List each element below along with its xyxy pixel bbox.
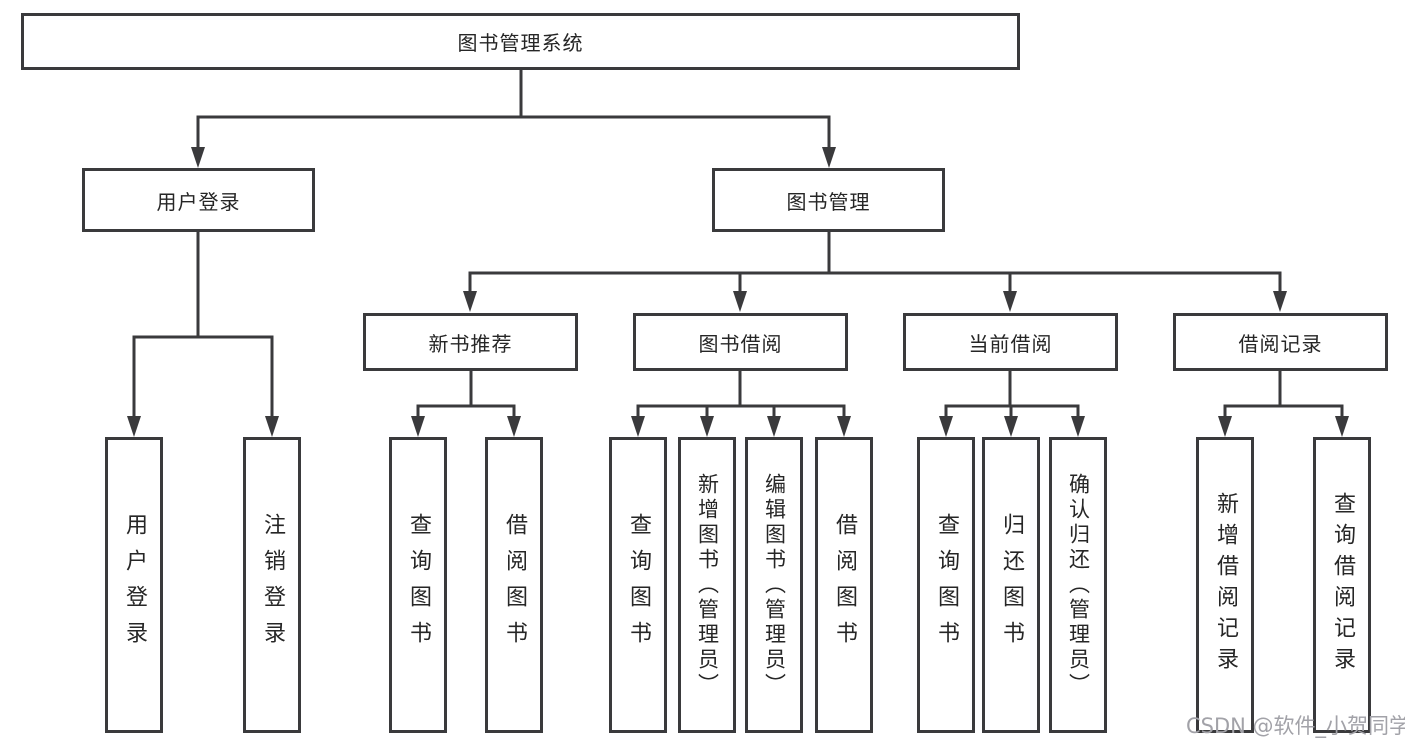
arrowheads: [127, 147, 1349, 437]
node-current-borrowing-label: 当前借阅: [968, 331, 1053, 356]
leaf-add-borrow-record: 新增借阅记录: [1196, 437, 1254, 733]
leaf-logout: 注销登录: [243, 437, 301, 733]
leaf-query-books-current: 查询图书: [917, 437, 975, 733]
leaf-query-borrow-record-label: 查询借阅记录: [1330, 492, 1355, 678]
csdn-watermark: CSDN @软件_小贺同学: [1186, 714, 1405, 738]
leaf-edit-books-admin-label: 编辑图书（管理员）: [762, 472, 787, 698]
leaf-user-login-label: 用户登录: [122, 513, 147, 657]
leaf-borrow-books: 借阅图书: [815, 437, 873, 733]
leaf-borrow-books-newbook-label: 借阅图书: [502, 513, 527, 657]
node-book-management: 图书管理: [712, 168, 945, 232]
node-user-login: 用户登录: [82, 168, 315, 232]
leaf-user-login: 用户登录: [105, 437, 163, 733]
node-system-root-label: 图书管理系统: [457, 31, 584, 55]
leaf-return-books: 归还图书: [982, 437, 1040, 733]
node-book-borrowing-label: 图书借阅: [698, 331, 783, 356]
node-book-management-label: 图书管理: [786, 189, 871, 214]
node-user-login-label: 用户登录: [156, 189, 241, 214]
node-book-borrowing: 图书借阅: [633, 313, 848, 371]
node-new-book-recommendation: 新书推荐: [363, 313, 578, 371]
leaf-edit-books-admin: 编辑图书（管理员）: [745, 437, 803, 733]
node-system-root: 图书管理系统: [21, 13, 1020, 70]
leaf-confirm-return-admin-label: 确认归还（管理员）: [1066, 472, 1091, 698]
leaf-query-books-borrow-label: 查询图书: [626, 513, 651, 657]
leaf-return-books-label: 归还图书: [999, 513, 1024, 657]
leaf-query-books-newbook: 查询图书: [389, 437, 447, 733]
leaf-borrow-books-newbook: 借阅图书: [485, 437, 543, 733]
leaf-query-books-current-label: 查询图书: [934, 513, 959, 657]
node-borrowing-records-label: 借阅记录: [1238, 331, 1323, 356]
leaf-add-books-admin: 新增图书（管理员）: [678, 437, 736, 733]
node-new-book-recommendation-label: 新书推荐: [428, 331, 513, 356]
node-borrowing-records: 借阅记录: [1173, 313, 1388, 371]
leaf-add-books-admin-label: 新增图书（管理员）: [695, 472, 720, 698]
leaf-borrow-books-label: 借阅图书: [832, 513, 857, 657]
leaf-add-borrow-record-label: 新增借阅记录: [1213, 492, 1238, 678]
leaf-logout-label: 注销登录: [260, 513, 285, 657]
leaf-confirm-return-admin: 确认归还（管理员）: [1049, 437, 1107, 733]
node-current-borrowing: 当前借阅: [903, 313, 1118, 371]
leaf-query-borrow-record: 查询借阅记录: [1313, 437, 1371, 733]
leaf-query-books-borrow: 查询图书: [609, 437, 667, 733]
leaf-query-books-newbook-label: 查询图书: [406, 513, 431, 657]
